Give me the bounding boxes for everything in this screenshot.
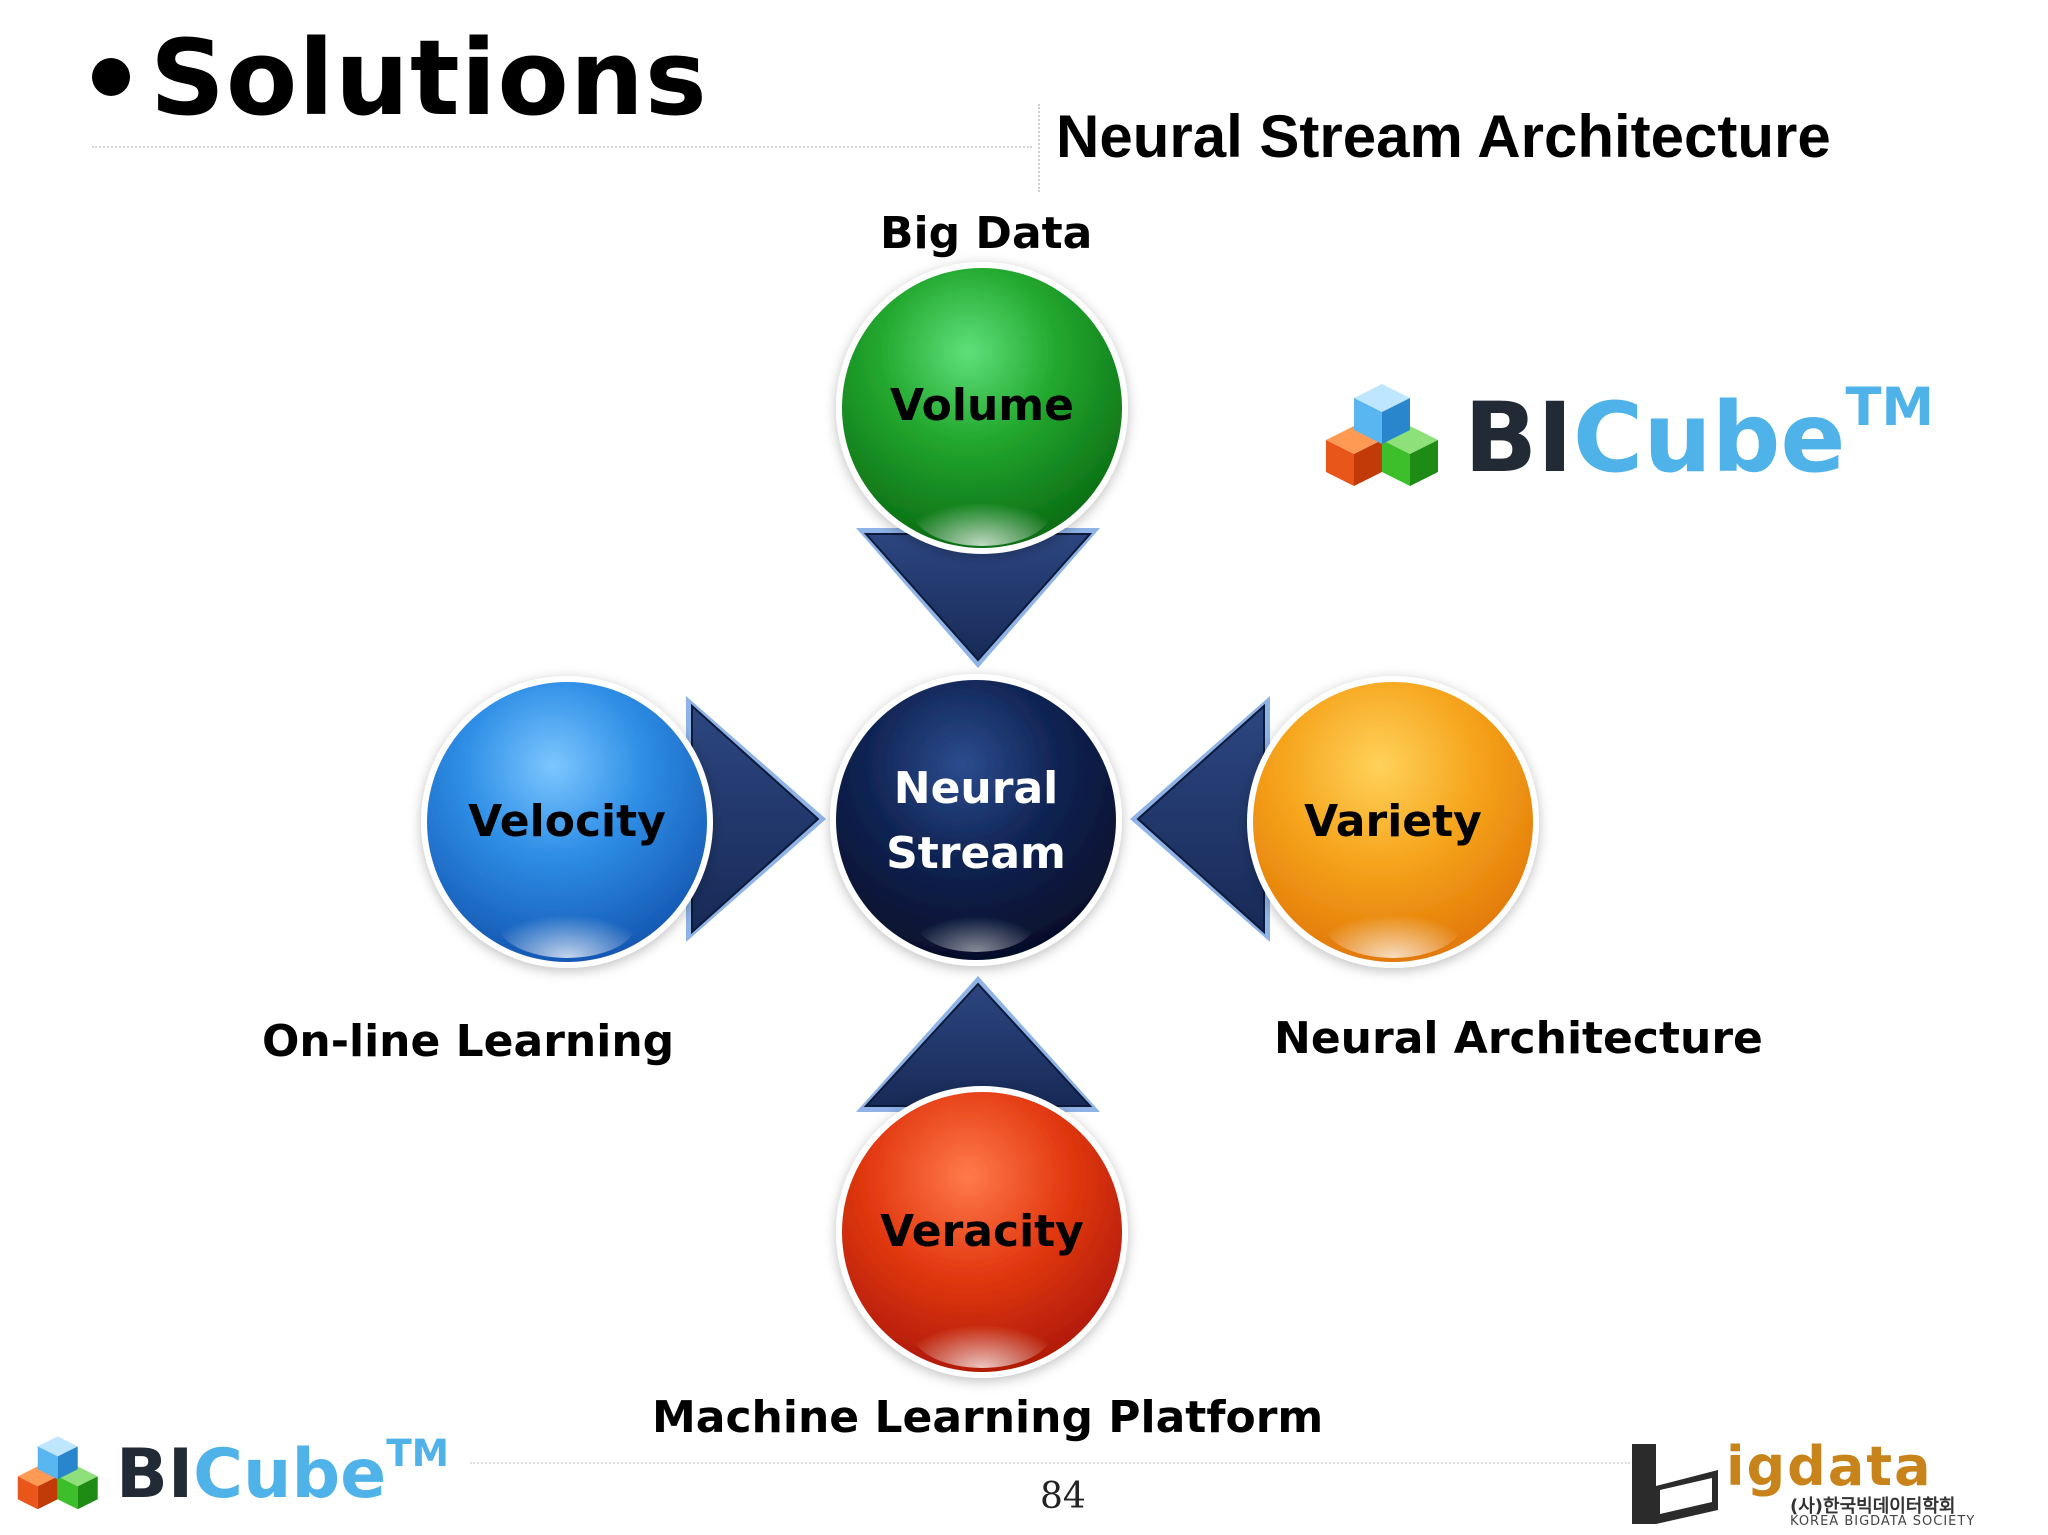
- bigdata-english-text: KOREA BIGDATA SOCIETY: [1790, 1514, 1976, 1529]
- variety-label: Variety: [1304, 796, 1482, 847]
- cubes-icon-small: [17, 1436, 98, 1510]
- node-veracity: [836, 1086, 1128, 1378]
- logo-tm-text-small: TM: [386, 1431, 449, 1476]
- velocity-label: Velocity: [468, 796, 666, 847]
- slide-title-text: Solutions: [150, 17, 708, 139]
- logo-bi-text: BI: [1464, 382, 1573, 494]
- node-volume: [836, 262, 1128, 554]
- bigdata-b-icon: [1632, 1444, 1718, 1524]
- caption-neural-architecture: Neural Architecture: [1274, 1013, 1763, 1064]
- veracity-label: Veracity: [880, 1206, 1084, 1257]
- caption-online-learning: On-line Learning: [262, 1016, 675, 1067]
- logo-bi-text-small: BI: [116, 1435, 194, 1514]
- logo-cube-text-small: Cube: [193, 1435, 387, 1514]
- node-velocity: [421, 676, 713, 968]
- neural-stream-label-line2: Stream: [886, 828, 1066, 879]
- volume-label: Volume: [890, 380, 1074, 431]
- bigdata-korean-text: (사)한국빅데이터학회: [1790, 1496, 1956, 1517]
- caption-machine-learning-platform: Machine Learning Platform: [652, 1392, 1324, 1443]
- subtitle-divider: [1038, 104, 1040, 192]
- neural-stream-label-line1: Neural: [894, 763, 1058, 814]
- footer-divider: [470, 1462, 1630, 1464]
- caption-big-data: Big Data: [880, 208, 1093, 259]
- bigdata-society-logo: igdata (사)한국빅데이터학회 KOREA BIGDATA SOCIETY: [1626, 1440, 2030, 1530]
- logo-tm-text: TM: [1845, 377, 1935, 439]
- logo-cube-text: Cube: [1572, 382, 1846, 494]
- node-variety: [1247, 676, 1539, 968]
- slide-title: Solutions: [92, 26, 708, 130]
- bicube-logo-large: BICubeTM: [1318, 378, 1934, 498]
- bicube-logo-small: BICubeTM: [12, 1430, 449, 1520]
- bigdata-word: igdata: [1726, 1435, 1933, 1498]
- node-neural-stream: [830, 674, 1122, 966]
- cubes-icon: [1326, 384, 1438, 486]
- bullet-icon: [92, 57, 130, 96]
- page-number: 84: [1040, 1476, 1086, 1517]
- slide-subtitle: Neural Stream Architecture: [1056, 103, 1831, 170]
- title-divider: [92, 146, 1032, 148]
